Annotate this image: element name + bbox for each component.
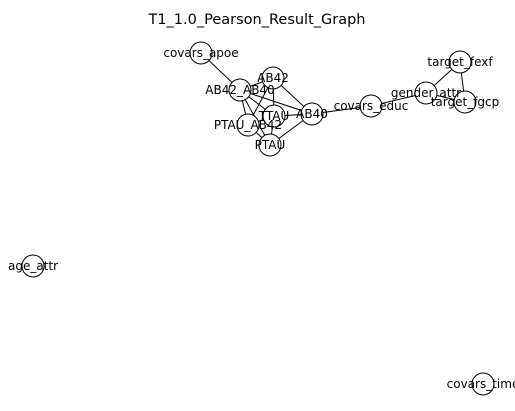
node-target_fgcp — [453, 90, 477, 114]
node-label-AB42: AB42 — [257, 71, 289, 85]
graph-title: T1_1.0_Pearson_Result_Graph — [147, 12, 365, 28]
node-PTAU — [258, 133, 282, 157]
node-label-target_fexf: target_fexf — [427, 55, 493, 69]
node-target_fexf — [448, 50, 472, 74]
node-circle — [471, 372, 495, 396]
node-covars_apoe — [189, 41, 213, 65]
node-circle — [261, 66, 285, 90]
node-label-gender_attr: gender_attr — [391, 86, 461, 100]
node-circle — [189, 41, 213, 65]
node-TTAU — [262, 104, 286, 128]
node-circle — [448, 50, 472, 74]
node-label-AB40: AB40 — [296, 107, 328, 121]
node-label-age_attr: age_attr — [8, 259, 58, 273]
node-circle — [228, 78, 252, 102]
node-circle — [21, 254, 45, 278]
node-AB42 — [261, 66, 285, 90]
node-label-covars_apoe: covars_apoe — [163, 46, 238, 60]
node-circle — [359, 94, 383, 118]
node-circle — [453, 90, 477, 114]
node-circle — [414, 81, 438, 105]
node-circle — [300, 102, 324, 126]
node-label-target_fgcp: target_fgcp — [431, 95, 500, 109]
node-label-TTAU: TTAU — [258, 109, 290, 123]
edge-AB42_AB40-AB40 — [239, 89, 313, 115]
node-covars_time — [471, 372, 495, 396]
node-circle — [262, 104, 286, 128]
node-PTAU_AB42 — [236, 113, 260, 137]
node-label-AB42_AB40: AB42_AB40 — [205, 83, 274, 97]
node-AB40 — [300, 102, 324, 126]
node-label-PTAU_AB42: PTAU_AB42 — [214, 118, 282, 132]
node-age_attr — [21, 254, 45, 278]
node-label-covars_time: covars_time — [447, 377, 515, 391]
node-covars_educ — [359, 94, 383, 118]
node-circle — [258, 133, 282, 157]
node-gender_attr — [414, 81, 438, 105]
node-circle — [236, 113, 260, 137]
node-label-PTAU: PTAU — [255, 138, 286, 152]
node-AB42_AB40 — [228, 78, 252, 102]
node-label-covars_educ: covars_educ — [334, 99, 409, 113]
